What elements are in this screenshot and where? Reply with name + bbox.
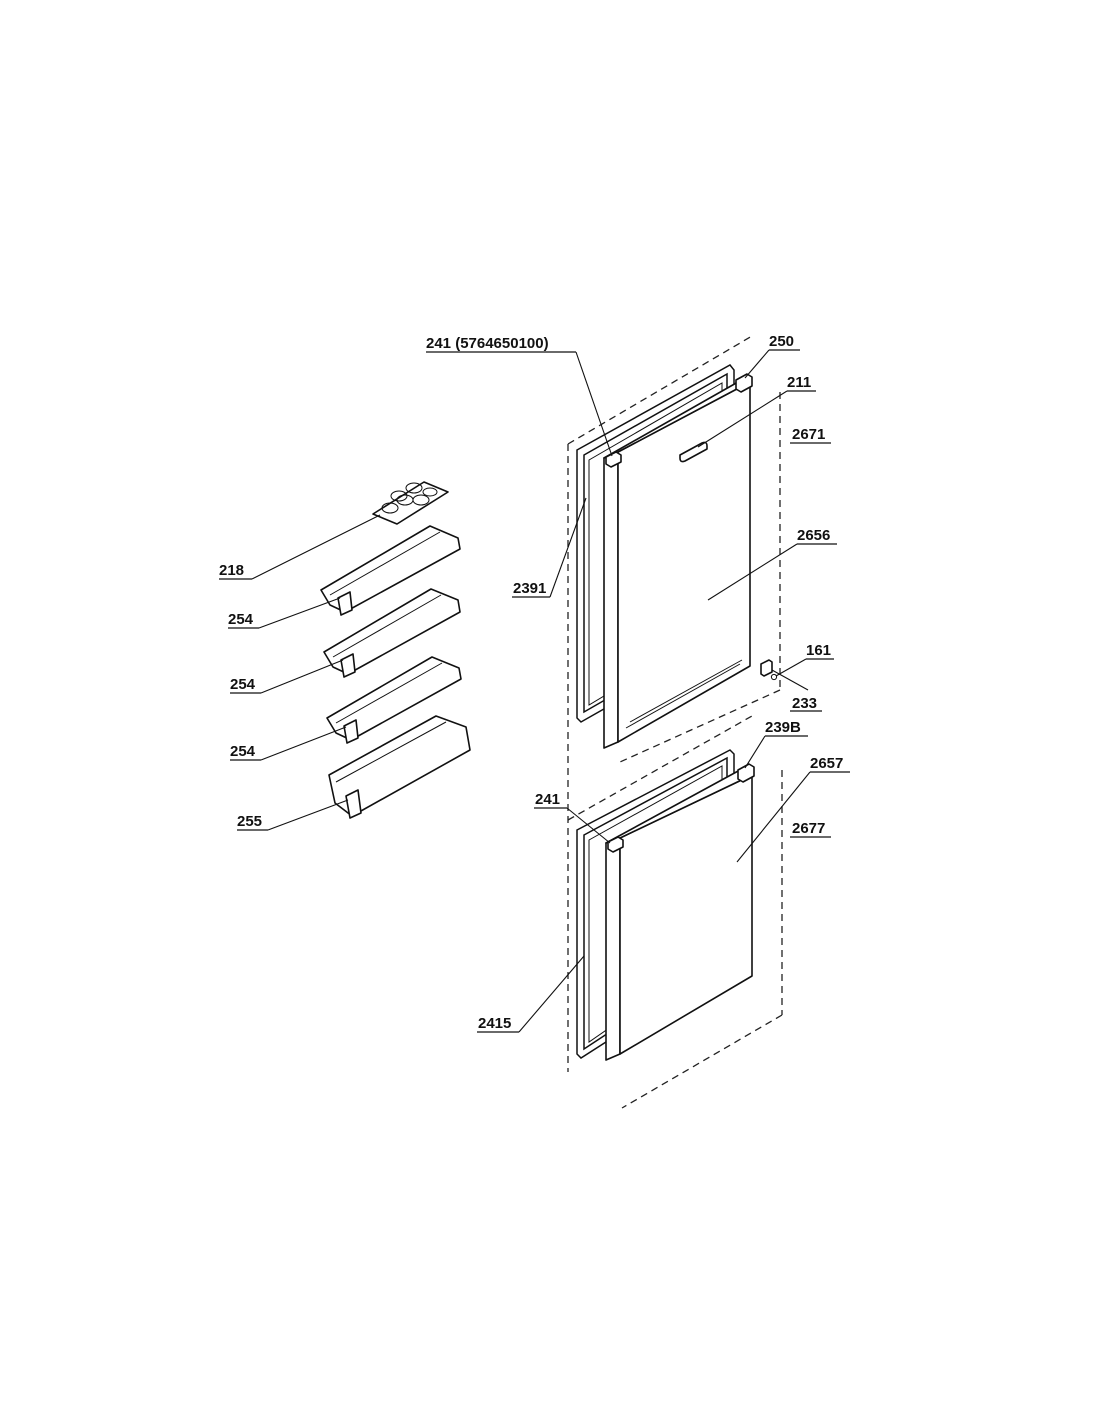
label-2677: 2677 bbox=[792, 820, 825, 837]
callout-2671: 2671 bbox=[790, 426, 831, 444]
label-254-b: 254 bbox=[230, 676, 256, 693]
label-250: 250 bbox=[769, 333, 794, 350]
callout-254-a: 254 bbox=[228, 611, 259, 629]
label-218: 218 bbox=[219, 562, 244, 579]
door-shelf-255 bbox=[328, 715, 471, 819]
label-2657: 2657 bbox=[810, 755, 843, 772]
callout-254-b: 254 bbox=[230, 676, 261, 694]
callout-161: 161 bbox=[806, 642, 834, 660]
label-241-bottom: 241 bbox=[535, 791, 560, 808]
egg-tray-218 bbox=[372, 481, 449, 525]
callout-218: 218 bbox=[219, 562, 252, 580]
label-2656: 2656 bbox=[797, 527, 830, 544]
callout-254-c: 254 bbox=[230, 743, 261, 761]
label-254-a: 254 bbox=[228, 611, 254, 628]
door-handle-211 bbox=[679, 441, 708, 463]
callout-233: 233 bbox=[790, 695, 822, 712]
label-239B: 239B bbox=[765, 719, 801, 736]
callout-2657: 2657 bbox=[810, 755, 850, 773]
door-shelf-254-a bbox=[320, 525, 461, 616]
label-2415: 2415 bbox=[478, 1015, 511, 1032]
label-233: 233 bbox=[792, 695, 817, 712]
callout-241-bottom: 241 bbox=[534, 791, 567, 809]
label-2671: 2671 bbox=[792, 426, 825, 443]
callout-241-top: 241 (5764650100) bbox=[426, 335, 576, 353]
label-254-c: 254 bbox=[230, 743, 256, 760]
callout-2677: 2677 bbox=[790, 820, 831, 838]
callout-239B: 239B bbox=[765, 719, 808, 737]
callout-leaders bbox=[251, 349, 811, 1033]
upper-door-2656 bbox=[603, 373, 753, 749]
callout-2656: 2656 bbox=[797, 527, 837, 545]
label-241-top: 241 (5764650100) bbox=[426, 335, 549, 352]
label-255: 255 bbox=[237, 813, 262, 830]
callout-255: 255 bbox=[237, 813, 268, 831]
door-shelf-254-c bbox=[326, 656, 462, 744]
door-shelf-254-b bbox=[323, 588, 461, 678]
label-161: 161 bbox=[806, 642, 831, 659]
label-211: 211 bbox=[787, 374, 811, 391]
callout-2391: 2391 bbox=[512, 580, 550, 598]
callout-2415: 2415 bbox=[477, 1015, 519, 1033]
assembly-guide-lines bbox=[567, 335, 783, 1109]
lower-door-2657 bbox=[605, 763, 755, 1061]
callout-211: 211 bbox=[787, 374, 816, 392]
hinge-161-233 bbox=[760, 659, 778, 681]
label-2391: 2391 bbox=[513, 580, 546, 597]
callout-250: 250 bbox=[769, 333, 800, 351]
